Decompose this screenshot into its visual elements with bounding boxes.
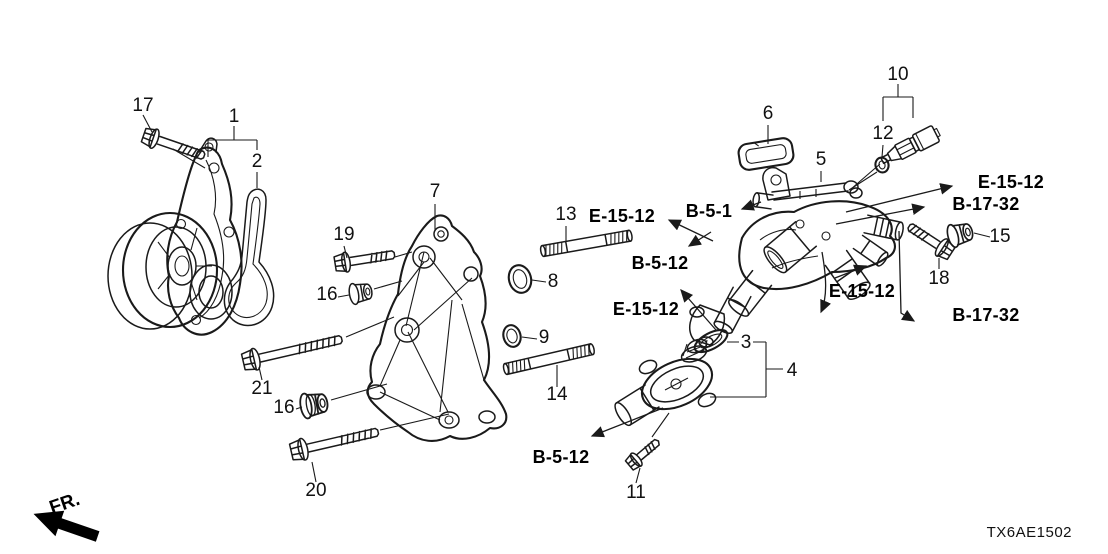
thermostat-illustration xyxy=(614,338,717,427)
stud-bolt-14-illustration xyxy=(502,343,595,376)
part-label-20: 20 xyxy=(305,480,326,501)
ref-label-b-17-32-bottom: B-17-32 xyxy=(952,305,1019,325)
part-label-8: 8 xyxy=(548,271,559,292)
water-pump-illustration xyxy=(107,137,243,336)
nut-16-lower-illustration xyxy=(299,392,329,420)
leader-lines xyxy=(142,84,991,484)
o-ring-3-illustration xyxy=(693,328,729,354)
fr-indicator: FR. xyxy=(47,489,83,519)
bolt-19-illustration xyxy=(333,250,396,273)
part-label-7: 7 xyxy=(430,181,441,202)
o-ring-9-illustration xyxy=(502,324,522,348)
bolt-21-illustration xyxy=(240,335,343,371)
ref-label-e-15-12-right: E-15-12 xyxy=(829,281,895,301)
part-label-6: 6 xyxy=(763,103,774,124)
part-label-19: 19 xyxy=(333,224,354,245)
o-ring-8-illustration xyxy=(507,264,533,294)
part-label-2: 2 xyxy=(252,151,263,172)
part-label-10: 10 xyxy=(887,64,908,85)
part-label-15: 15 xyxy=(989,226,1010,247)
part-label-1: 1 xyxy=(229,106,240,127)
part-label-4: 4 xyxy=(787,360,798,381)
part-label-12: 12 xyxy=(872,123,893,144)
ref-label-b-5-12-bottom: B-5-12 xyxy=(533,447,590,467)
part-label-14: 14 xyxy=(546,384,568,405)
ref-label-b-5-12-upper: B-5-12 xyxy=(632,253,689,273)
reference-arrows xyxy=(590,183,954,438)
ref-label-b-5-1: B-5-1 xyxy=(686,201,733,221)
ref-label-e-15-12-top-right: E-15-12 xyxy=(978,172,1044,192)
part-label-5: 5 xyxy=(816,149,827,170)
bolt-18-illustration xyxy=(907,223,956,261)
part-label-18: 18 xyxy=(928,268,949,289)
nut-16-upper-illustration xyxy=(348,282,373,306)
part-label-21: 21 xyxy=(251,378,272,399)
nut-15-illustration xyxy=(946,223,974,249)
bolt-17-illustration xyxy=(140,127,206,160)
front-direction-arrow xyxy=(33,510,100,542)
part-label-17: 17 xyxy=(132,95,153,116)
part-label-13: 13 xyxy=(555,204,576,225)
ref-label-e-15-12-mid-left: E-15-12 xyxy=(613,299,679,319)
part-label-9: 9 xyxy=(539,327,550,348)
part-label-3: 3 xyxy=(741,332,752,353)
stud-bolt-13-illustration xyxy=(539,229,633,258)
passage-gasket-illustration xyxy=(737,137,795,171)
bolt-11-illustration xyxy=(624,438,660,471)
pump-gasket-illustration xyxy=(223,188,275,327)
part-label-16-upper: 16 xyxy=(316,284,337,305)
ref-label-b-17-32-top: B-17-32 xyxy=(952,194,1019,214)
o-ring-12-illustration xyxy=(874,156,890,174)
bolt-20-illustration xyxy=(288,427,380,461)
part-label-16-lower: 16 xyxy=(273,397,294,418)
part-label-11: 11 xyxy=(626,482,646,503)
ref-label-e-15-12-left: E-15-12 xyxy=(589,206,655,226)
water-passage-illustration xyxy=(688,166,904,348)
mount-bracket-illustration xyxy=(366,214,508,442)
diagram-code: TX6AE1502 xyxy=(987,524,1072,541)
